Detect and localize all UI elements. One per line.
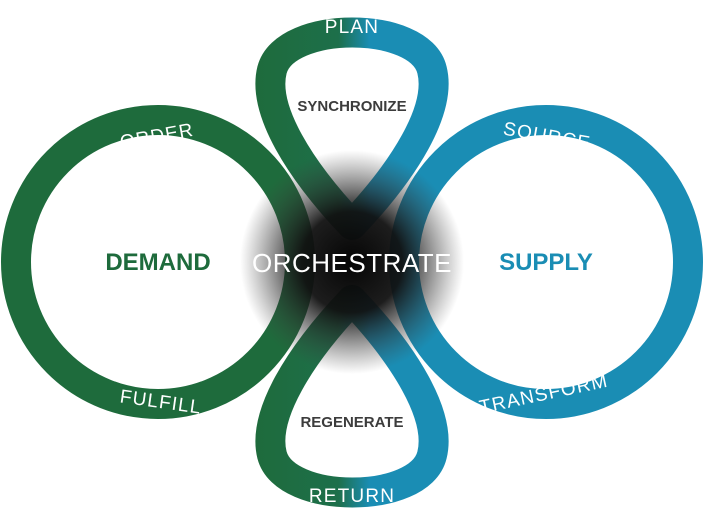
orchestrate-center [240, 150, 464, 374]
orchestrate-label: ORCHESTRATE [252, 248, 452, 278]
plan-loop [255, 17, 449, 240]
return-loop [255, 285, 449, 508]
plan-label: PLAN [325, 17, 379, 38]
demand-label: DEMAND [105, 249, 210, 276]
return-label: RETURN [309, 486, 395, 507]
synchronize-label: SYNCHRONIZE [297, 98, 406, 115]
supply-label: SUPPLY [499, 249, 593, 276]
regenerate-label: REGENERATE [300, 414, 403, 431]
